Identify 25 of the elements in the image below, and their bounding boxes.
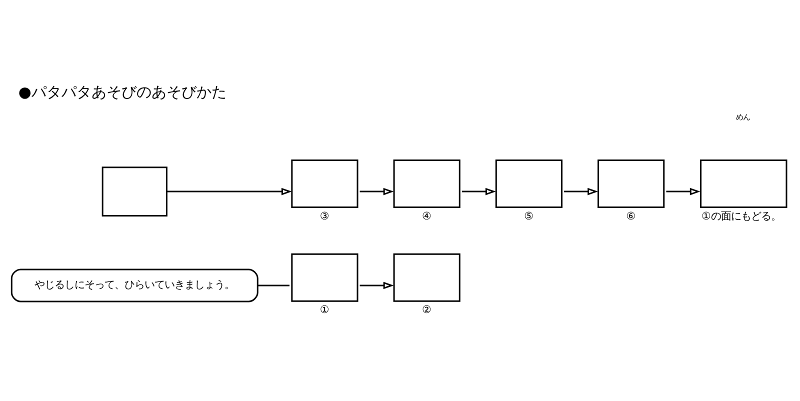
arrow — [360, 188, 394, 196]
node-label: ① — [320, 304, 330, 316]
node-label: ①の面にもどる。 — [702, 210, 781, 222]
node-box: やじるしにそって、ひらいていきましょう。 — [10, 268, 258, 302]
connector — [258, 284, 290, 286]
arrow — [564, 188, 598, 196]
arrow — [462, 188, 496, 196]
arrow — [666, 188, 700, 196]
arrow — [360, 282, 394, 290]
arrow — [166, 188, 292, 196]
node-label: ③ — [320, 210, 330, 222]
node-box — [291, 253, 358, 302]
node-label: ⑥ — [626, 210, 636, 222]
node-box — [598, 160, 665, 208]
node-box — [393, 253, 460, 302]
node-box — [393, 160, 460, 208]
node-label: ⑤ — [524, 210, 534, 222]
label: めん — [736, 112, 750, 122]
node-box — [102, 166, 168, 217]
node-box — [495, 160, 562, 208]
node-label: ② — [422, 304, 432, 316]
node-box — [291, 160, 358, 208]
node-label: ④ — [422, 210, 432, 222]
diagram-title: ●パタパタあそびのあそびかた — [18, 82, 226, 101]
node-box — [700, 160, 788, 208]
